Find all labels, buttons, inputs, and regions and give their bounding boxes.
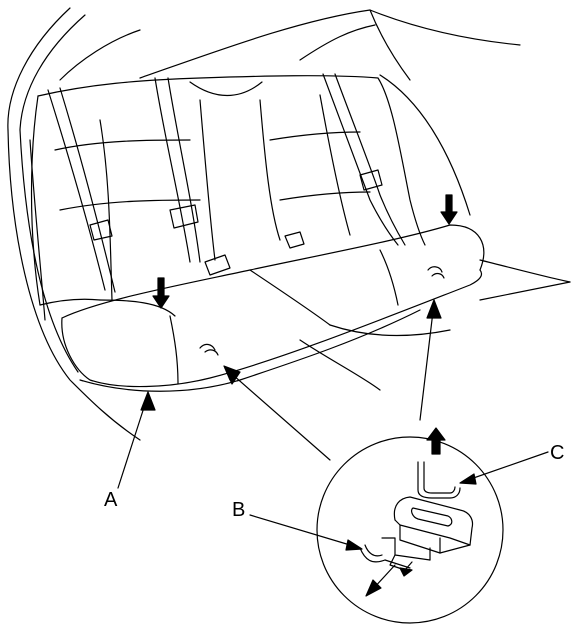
- release-arrowhead: [365, 579, 382, 597]
- striker-arrow-small: [399, 567, 413, 577]
- callout-label-a: A: [104, 489, 118, 511]
- floor-striker: [359, 496, 474, 571]
- rear-seat-cushion: [61, 224, 485, 392]
- leader-lines: [249, 451, 549, 549]
- seat-hook-c: [417, 461, 461, 499]
- seat-belts: [47, 73, 406, 293]
- rear-seatback: [30, 75, 426, 306]
- detail-circle: [316, 436, 504, 624]
- callout-lines: [117, 302, 440, 489]
- lift-arrow: [426, 427, 446, 455]
- callout-label-c: C: [550, 442, 565, 464]
- push-down-arrows: [152, 194, 458, 309]
- leader-arrowheads: [345, 473, 477, 551]
- callout-label-b: B: [232, 499, 246, 521]
- rear-window: [139, 9, 571, 301]
- cushion-hook-marks: [199, 266, 445, 356]
- car-body-frame: [7, 7, 141, 441]
- callout-arrowheads: [140, 299, 442, 411]
